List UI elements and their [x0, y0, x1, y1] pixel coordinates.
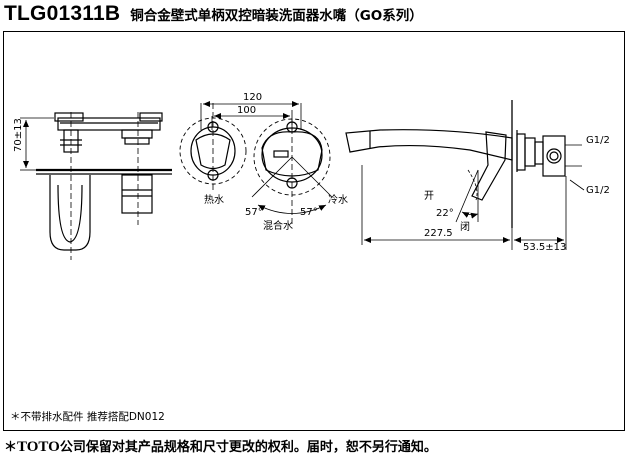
close-label: 闭	[460, 220, 470, 233]
wall-depth-label: 53.5±13	[523, 242, 566, 253]
width-inner-label: 100	[237, 105, 256, 116]
spout-dimensions: G1/2 G1/2 227.5 53.5±13 开 22° 闭	[361, 135, 610, 253]
thread-bottom-label: G1/2	[586, 185, 610, 196]
angle-right-label: 57°	[300, 207, 318, 218]
cold-water-label: 冷水	[328, 193, 348, 206]
height-dimension: 70±13	[13, 117, 54, 171]
thread-top-label: G1/2	[586, 135, 610, 146]
spout-length-label: 227.5	[424, 228, 453, 239]
height-label: 70±13	[13, 118, 24, 152]
tilt-angle-label: 22°	[436, 208, 454, 219]
drawing-frame	[3, 31, 625, 431]
footer-star: ＊	[4, 440, 18, 455]
brand-name: TOTO	[17, 439, 60, 455]
angle-left-label: 57°	[245, 207, 263, 218]
disclaimer-text: 公司保留对其产品规格和尺寸更改的权利。届时，恕不另行通知。	[59, 440, 437, 455]
footnote: ＊不带排水配件 推荐搭配DN012	[10, 411, 165, 423]
hot-water-label: 热水	[204, 193, 224, 206]
model-number: TLG01311B	[4, 2, 121, 25]
title-bar: TLG01311B 铜合金壁式单柄双控暗装洗面器水嘴（GO系列）	[4, 2, 423, 26]
product-description: 铜合金壁式单柄双控暗装洗面器水嘴（GO系列）	[130, 8, 423, 24]
spout-view	[345, 100, 566, 228]
open-label: 开	[424, 191, 434, 202]
top-view-dimensions: 120 100 热水 冷水 57° 57° 混合水	[200, 92, 348, 232]
mixed-water-label: 混合水	[263, 219, 293, 232]
width-outer-label: 120	[243, 92, 262, 103]
side-view	[36, 112, 172, 260]
disclaimer: ＊TOTO公司保留对其产品规格和尺寸更改的权利。届时，恕不另行通知。	[4, 436, 437, 456]
top-view	[179, 103, 333, 225]
